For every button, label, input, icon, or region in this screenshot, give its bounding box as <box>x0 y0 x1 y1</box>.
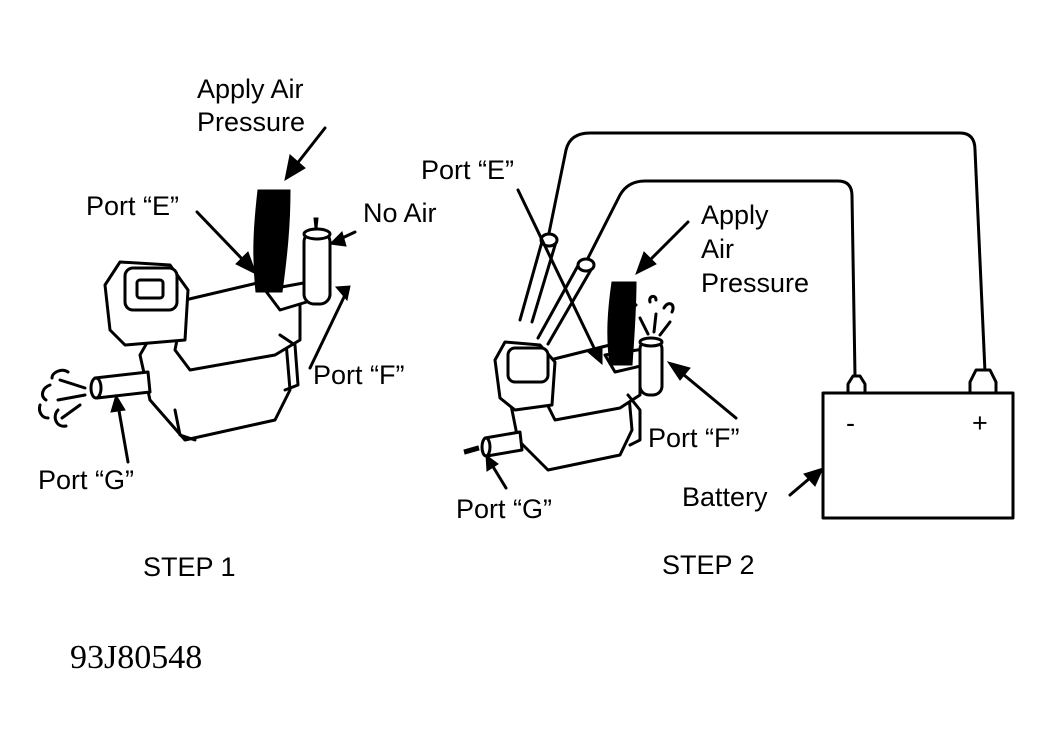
step1-port-g-nipple <box>89 370 152 400</box>
step2-panel: - + Port “E” Apply Air Pressure Port “F”… <box>421 131 1015 580</box>
step2-air-hose <box>607 281 637 366</box>
step2-battery-wires <box>518 131 987 378</box>
step2-port-f-label: Port “F” <box>648 423 740 453</box>
step2-port-g-label: Port “G” <box>456 494 552 524</box>
step1-caption: STEP 1 <box>143 552 236 582</box>
step1-port-f-label: Port “F” <box>313 360 405 390</box>
step2-probe-tips <box>539 232 596 273</box>
step2-air-escaping-icon <box>627 294 675 337</box>
step2-no-air-mark <box>463 445 480 455</box>
step2-apply-label-1: Apply <box>701 200 769 230</box>
step2-port-f-nipple <box>638 336 664 397</box>
battery: - + <box>821 368 1015 520</box>
step1-port-e-label: Port “E” <box>86 191 179 221</box>
step1-no-air-mark <box>313 217 319 229</box>
step2-apply-label-2: Air <box>701 234 734 264</box>
step1-port-g-label: Port “G” <box>38 465 134 495</box>
battery-label: Battery <box>682 482 768 512</box>
step2-caption: STEP 2 <box>662 550 755 580</box>
step1-arrows <box>110 126 357 464</box>
step1-air-escaping-icon <box>38 368 87 428</box>
step2-arrows <box>485 188 824 497</box>
battery-positive-terminal-label: + <box>972 408 988 438</box>
battery-negative-terminal-label: - <box>846 408 855 438</box>
step1-solenoid-valve <box>89 189 332 442</box>
step1-panel: Apply Air Pressure Port “E” No Air Port … <box>38 74 437 582</box>
step2-solenoid-valve <box>480 281 664 472</box>
step2-port-e-label: Port “E” <box>421 155 514 185</box>
step1-apply-air-label-2: Pressure <box>197 107 305 137</box>
step2-port-g-nipple <box>480 430 524 458</box>
step2-apply-label-3: Pressure <box>701 268 809 298</box>
step1-port-f-nipple <box>302 227 332 306</box>
step1-no-air-label: No Air <box>363 198 437 228</box>
step1-apply-air-label-1: Apply Air <box>197 74 304 104</box>
figure-code: 93J80548 <box>70 639 202 676</box>
step1-air-hose <box>253 189 291 293</box>
